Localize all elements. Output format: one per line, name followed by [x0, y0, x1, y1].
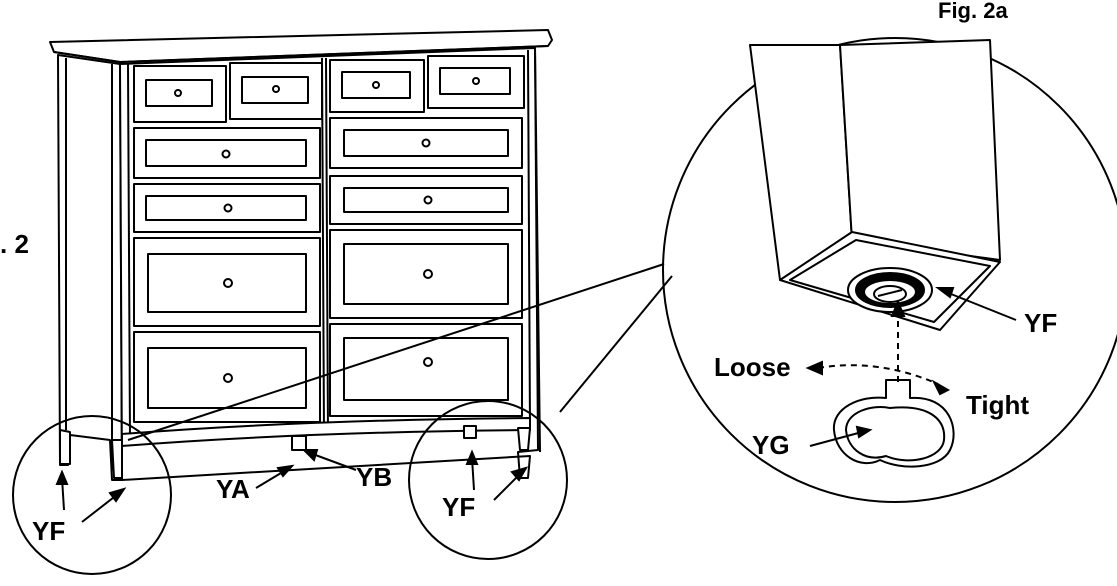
leg-front-right — [517, 427, 531, 451]
label-yf-left: YF — [32, 516, 65, 546]
callout-circle-left — [12, 415, 172, 575]
label-yf-detail: YF — [1024, 308, 1057, 338]
detail-leg — [749, 39, 1001, 468]
fig-label-top: Fig. 2a — [938, 0, 1008, 23]
label-yf-right: YF — [442, 492, 475, 522]
center-leg — [291, 435, 307, 451]
label-yb: YB — [356, 462, 392, 492]
callout-circle-right — [408, 400, 568, 560]
leg-front-left — [111, 439, 123, 479]
dresser — [49, 29, 553, 481]
leg-back-left — [59, 429, 71, 465]
rotation-dashed-arc — [817, 364, 939, 385]
label-loose: Loose — [714, 352, 791, 382]
key-yg — [832, 379, 955, 468]
drawer-knobs — [174, 77, 480, 383]
drawer-row-top — [133, 55, 525, 123]
center-leg-right — [463, 425, 477, 439]
fig-label-left: . 2 — [0, 229, 29, 259]
label-yg: YG — [752, 430, 790, 460]
label-ya: YA — [216, 474, 250, 504]
drawer-row-2 — [133, 117, 523, 179]
detail-circle — [662, 37, 1117, 503]
label-tight: Tight — [966, 390, 1029, 420]
